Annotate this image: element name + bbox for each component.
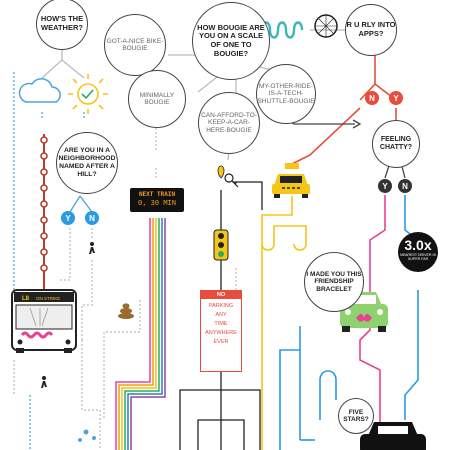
bougie-question-bubble: HOW BOUGIE ARE YOU ON A SCALE OF ONE TO … <box>192 2 270 80</box>
minimally-bougie-bubble: MINIMALLY BOUGIE <box>128 70 186 128</box>
sun-icon <box>68 74 108 114</box>
svg-text:N: N <box>402 182 408 191</box>
puddle-icon <box>78 429 96 442</box>
bracelet-bubble: I MADE YOU THIS FRIENDSHIP BRACELET <box>304 252 364 312</box>
chatty-question-text: FEELING CHATTY? <box>379 135 413 151</box>
surge-badge: 3.0x NEAREST DRIVER IS SUPER FAR <box>398 232 438 272</box>
keep-a-car-bubble: CAN-AFFORD-TO-KEEP-A-CAR-HERE-BOUGIE <box>198 92 260 154</box>
poop-icon <box>118 303 134 319</box>
key-icon <box>224 173 239 188</box>
neighborhood-question-bubble: ARE YOU IN A NEIGHBORHOOD NAMED AFTER A … <box>56 132 118 194</box>
traffic-light-icon <box>213 229 229 261</box>
no-token-blue: N <box>85 211 99 225</box>
keep-a-car-text: CAN-AFFORD-TO-KEEP-A-CAR-HERE-BOUGIE <box>201 111 257 134</box>
svg-text:N: N <box>89 214 95 223</box>
svg-text:Y: Y <box>65 214 71 223</box>
svg-text:N: N <box>369 94 375 103</box>
weather-question-bubble: HOW'S THE WEATHER? <box>36 0 88 50</box>
pin-icon <box>217 165 225 179</box>
pedestrian-icon <box>41 242 95 388</box>
bike-bougie-text: GOT-A-NICE BIKE-BOUGIE <box>106 37 164 52</box>
cloud-icon <box>18 78 61 103</box>
taxi-icon <box>272 163 310 198</box>
bicycle-icon <box>314 14 338 38</box>
yes-token-blue: Y <box>61 211 75 225</box>
surge-caption: NEAREST DRIVER IS SUPER FAR <box>400 253 436 262</box>
svg-text:ON STRIKE: ON STRIKE <box>36 296 60 301</box>
apps-question-bubble: R U RLY INTO APPS? <box>345 4 397 56</box>
svg-text:Y: Y <box>382 182 388 191</box>
five-stars-text: FIVE STARS? <box>343 408 369 423</box>
bike-bougie-bubble: GOT-A-NICE BIKE-BOUGIE <box>104 14 166 76</box>
minimally-bougie-text: MINIMALLY BOUGIE <box>139 91 175 106</box>
yes-token-dark: Y <box>378 179 392 193</box>
surge-multiplier: 3.0x <box>404 237 432 253</box>
no-token-red: N <box>365 91 379 105</box>
no-token-dark: N <box>398 179 412 193</box>
tech-shuttle-text: MY-OTHER-RIDE-IS-A-TECH-SHUTTLE-BOUGIE <box>257 82 315 105</box>
no-parking-sign: NO PARKING ANY TIME ANYWHERE EVER <box>200 290 242 372</box>
bougie-question-text: HOW BOUGIE ARE YOU ON A SCALE OF ONE TO … <box>197 22 265 58</box>
apps-question-text: R U RLY INTO APPS? <box>346 20 396 38</box>
weather-question-text: HOW'S THE WEATHER? <box>40 14 84 32</box>
cyclist-trail <box>260 21 304 39</box>
no-parking-header: NO <box>201 291 241 299</box>
chatty-question-bubble: FEELING CHATTY? <box>372 120 420 168</box>
bus-icon: L8 ON STRIKE <box>11 289 77 353</box>
tech-shuttle-bubble: MY-OTHER-RIDE-IS-A-TECH-SHUTTLE-BOUGIE <box>256 64 316 124</box>
neighborhood-question-text: ARE YOU IN A NEIGHBORHOOD NAMED AFTER A … <box>58 147 116 178</box>
svg-text:Y: Y <box>393 94 399 103</box>
yes-token-red: Y <box>389 91 403 105</box>
black-car-icon <box>360 422 426 450</box>
svg-text:L8: L8 <box>22 296 30 302</box>
next-train-label: NEXT TRAIN <box>138 191 176 198</box>
next-train-sign: NEXT TRAIN 0, 30 MIN <box>130 188 184 212</box>
no-parking-body: PARKING ANY TIME ANYWHERE EVER <box>205 303 237 345</box>
next-train-times: 0, 30 MIN <box>138 199 176 207</box>
bracelet-text: I MADE YOU THIS FRIENDSHIP BRACELET <box>306 270 362 293</box>
five-stars-bubble: FIVE STARS? <box>338 398 374 434</box>
